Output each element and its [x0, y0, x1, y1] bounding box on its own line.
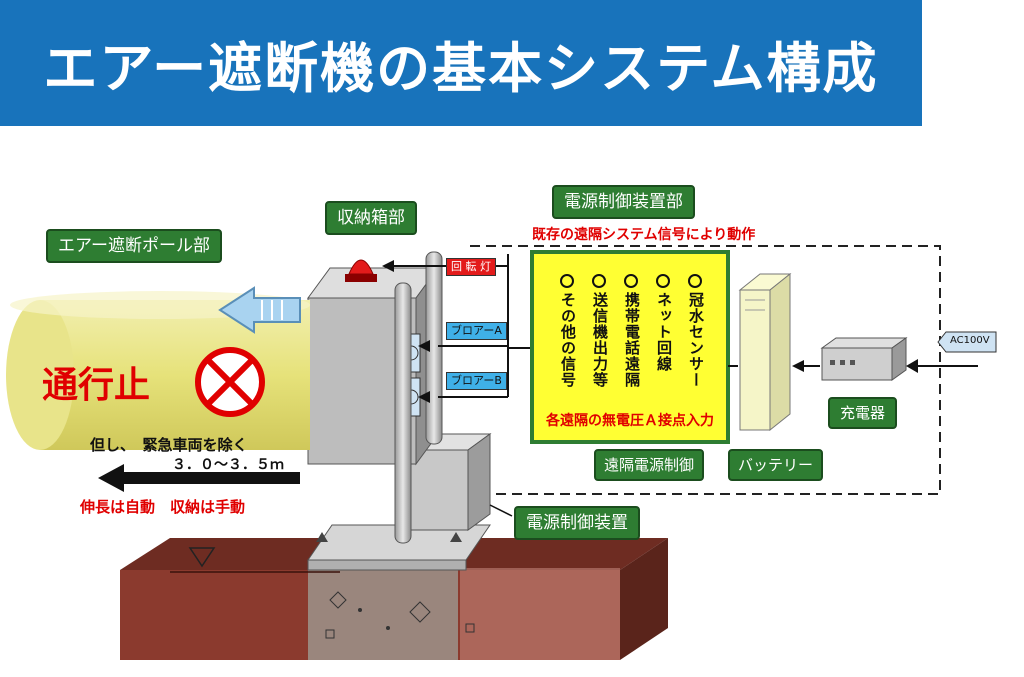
- rotating-light-icon: [345, 259, 377, 282]
- panel-footer: 各遠隔の無電圧Ａ接点入力: [546, 413, 714, 429]
- air-tube: [6, 291, 310, 450]
- panel-column: 冠水センサー: [687, 292, 705, 388]
- panel-column: 携帯電話遠隔: [623, 292, 641, 388]
- panel-column: 送信機出力等: [591, 292, 609, 388]
- tag-rotating-light: 回 転 灯: [446, 258, 496, 276]
- except-text: 但し、 緊急車両を除く: [90, 436, 248, 454]
- label-pole-section: エアー遮断ポール部: [46, 229, 222, 263]
- label-battery: バッテリー: [728, 449, 824, 481]
- tag-blower-a: ブロアーA: [446, 322, 507, 340]
- title-bar: エアー遮断機の基本システム構成: [0, 0, 922, 126]
- label-remote-power-control: 遠隔電源制御: [594, 449, 705, 481]
- indicator-icon: [560, 274, 574, 288]
- battery-unit: [738, 272, 792, 432]
- signal-note: 既存の遠隔システム信号により動作: [532, 227, 756, 243]
- label-storage-box: 収納箱部: [325, 201, 417, 235]
- ac-input-icon: [937, 331, 997, 353]
- air-pole: [394, 282, 412, 544]
- tag-ac: AC100V: [950, 335, 990, 346]
- no-entry-icon: [195, 347, 265, 417]
- panel-column: ネット回線: [655, 292, 673, 372]
- indicator-icon: [624, 274, 638, 288]
- indicator-icon: [592, 274, 606, 288]
- ground-block: [120, 538, 668, 660]
- extend-arrow-icon: [218, 286, 301, 334]
- label-charger: 充電器: [828, 397, 898, 429]
- tag-blower-b: ブロアーB: [446, 372, 507, 390]
- water-level-icon: [188, 547, 216, 568]
- indicator-icon: [688, 274, 702, 288]
- charger-unit: [820, 337, 908, 381]
- label-power-control-device: 電源制御装置: [514, 506, 640, 540]
- no-entry-text: 通行止: [42, 365, 151, 406]
- panel-column: その他の信号: [559, 292, 577, 388]
- label-power-unit-section: 電源制御装置部: [552, 185, 695, 219]
- length-text: ３．０～３．５ｍ: [172, 457, 284, 473]
- indicator-icon: [656, 274, 670, 288]
- control-enclosure: [470, 245, 941, 495]
- length-arrow-icon: [98, 464, 300, 492]
- page-title: エアー遮断機の基本システム構成: [43, 36, 879, 100]
- auto-manual-text: 伸長は自動 収納は手動: [80, 498, 246, 516]
